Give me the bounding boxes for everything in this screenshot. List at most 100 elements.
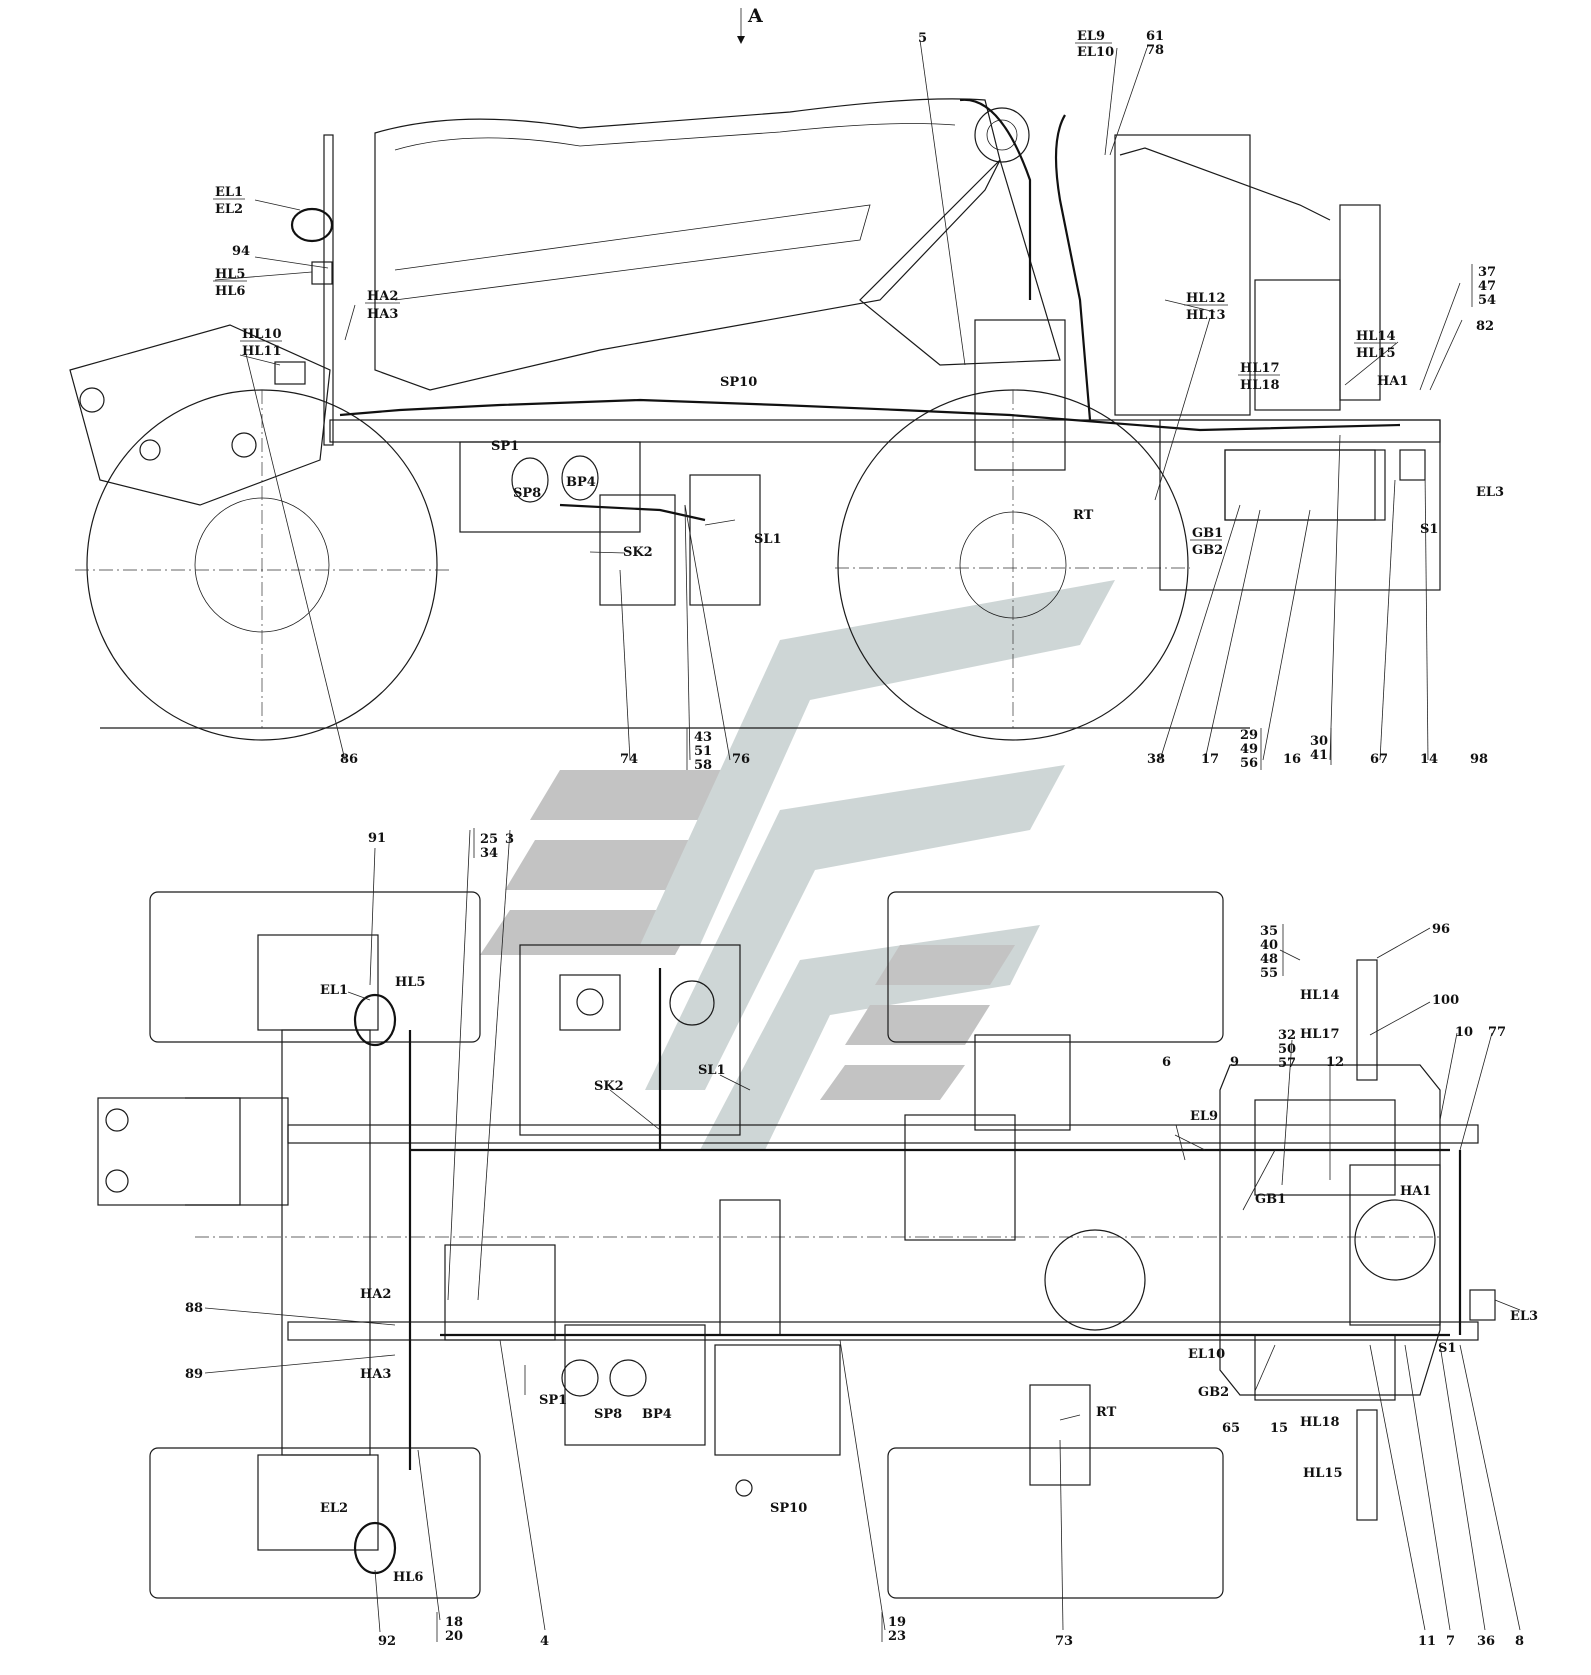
callout-56: 56 [1240,756,1258,771]
callout-12: 12 [1326,1055,1344,1070]
label-ha2-top: HA2 [360,1287,391,1302]
chassis-rail-upper [287,1124,1479,1144]
callout-29: 29 [1240,728,1258,743]
callout-15: 15 [1270,1421,1288,1436]
label-82: 82 [1476,319,1494,334]
callout-6: 6 [1162,1055,1171,1070]
label-54: 54 [1478,293,1496,308]
wheel-front-left [887,891,1224,1043]
callout-20: 20 [445,1629,463,1644]
sensor-sp8-top [561,1359,599,1397]
callout-100: 100 [1432,993,1459,1008]
callout-19: 19 [888,1615,906,1630]
label-sp8-side: SP8 [513,486,541,501]
label-hl14-side: HL14 [1356,329,1396,344]
label-ha2-side: HA2 [367,289,398,304]
label-hl5-top: HL5 [395,975,425,990]
label-hl18-top: HL18 [1300,1415,1340,1430]
label-hl15-top: HL15 [1303,1466,1343,1481]
label-ha1-top: HA1 [1400,1184,1431,1199]
callout-58: 58 [694,758,712,773]
wheel-front-right [887,1447,1224,1599]
callout-9: 9 [1230,1055,1239,1070]
manufacturer-logo-watermark [480,580,1115,1150]
label-hl6: HL6 [215,284,245,299]
battery-gb1 [1254,1099,1396,1196]
label-el2: EL2 [215,202,243,217]
label-el2-top: EL2 [320,1501,348,1516]
label-bp4-side: BP4 [566,475,596,490]
marker-hl14 [1356,959,1378,1081]
label-el9-side: EL9 [1077,29,1105,44]
label-s1-top: S1 [1438,1341,1456,1356]
label-47: 47 [1478,279,1496,294]
label-ha3-top: HA3 [360,1367,391,1382]
label-el1: EL1 [215,185,243,200]
rear-lamp-el1 [290,207,334,243]
label-hl10: HL10 [242,327,282,342]
label-el10-side: EL10 [1077,45,1114,60]
callout-35: 35 [1260,924,1278,939]
callout-18: 18 [445,1615,463,1630]
label-94: 94 [232,244,250,259]
callout-77: 77 [1488,1025,1506,1040]
label-el10-top: EL10 [1188,1347,1225,1362]
callout-43: 43 [694,730,712,745]
callout-57: 57 [1278,1056,1296,1071]
battery-gb-side [1224,449,1386,521]
callout-98: 98 [1470,752,1488,767]
label-sp1-top: SP1 [539,1393,567,1408]
label-hl6-top: HL6 [393,1570,423,1585]
callout-92: 92 [378,1634,396,1649]
lamp-el2-top [353,1521,397,1575]
callout-23: 23 [888,1629,906,1644]
top-view-labels: 91 25 34 3 EL1 HL5 SK2 SL1 35 40 48 55 9… [185,828,1538,1649]
label-s1-side: S1 [1420,522,1438,537]
label-hl12: HL12 [1186,291,1226,306]
lamp-el3-side [1399,449,1426,481]
callout-7: 7 [1446,1634,1455,1649]
side-view [69,39,1463,761]
callout-41: 41 [1310,748,1328,763]
callout-38: 38 [1147,752,1165,767]
callout-91: 91 [368,831,386,846]
callout-14: 14 [1420,752,1438,767]
top-view [97,829,1521,1633]
sensor-sp10-top [735,1479,753,1497]
label-sk2-side: SK2 [623,545,653,560]
label-hl5: HL5 [215,267,245,282]
label-sk2-top: SK2 [594,1079,624,1094]
callout-34: 34 [480,846,498,861]
callout-65: 65 [1222,1421,1240,1436]
label-el3-top: EL3 [1510,1309,1538,1324]
label-78: 78 [1146,43,1164,58]
label-ha1-side: HA1 [1377,374,1408,389]
callout-51: 51 [694,744,712,759]
callout-8: 8 [1515,1634,1524,1649]
label-37: 37 [1478,265,1496,280]
label-rt-top: RT [1096,1405,1117,1420]
callout-49: 49 [1240,742,1258,757]
label-rt-side: RT [1073,508,1094,523]
callout-3: 3 [505,832,514,847]
pump-component [669,980,715,1026]
label-sp1-side: SP1 [491,439,519,454]
label-el9-top: EL9 [1190,1109,1218,1124]
callout-30: 30 [1310,734,1328,749]
label-hl15-side: HL15 [1356,346,1396,361]
label-hl11: HL11 [242,344,282,359]
callout-17: 17 [1201,752,1219,767]
callout-40: 40 [1260,938,1278,953]
callout-16: 16 [1283,752,1301,767]
callout-11: 11 [1418,1634,1436,1649]
callout-76: 76 [732,752,750,767]
label-hl17-side: HL17 [1240,361,1280,376]
label-hl13: HL13 [1186,308,1226,323]
label-hl14-top: HL14 [1300,988,1340,1003]
rear-hub-right [257,1454,379,1551]
label-sp10-top: SP10 [770,1501,807,1516]
callout-89: 89 [185,1367,203,1382]
lamp-el1-top [353,993,397,1047]
label-gb2-top: GB2 [1198,1385,1229,1400]
